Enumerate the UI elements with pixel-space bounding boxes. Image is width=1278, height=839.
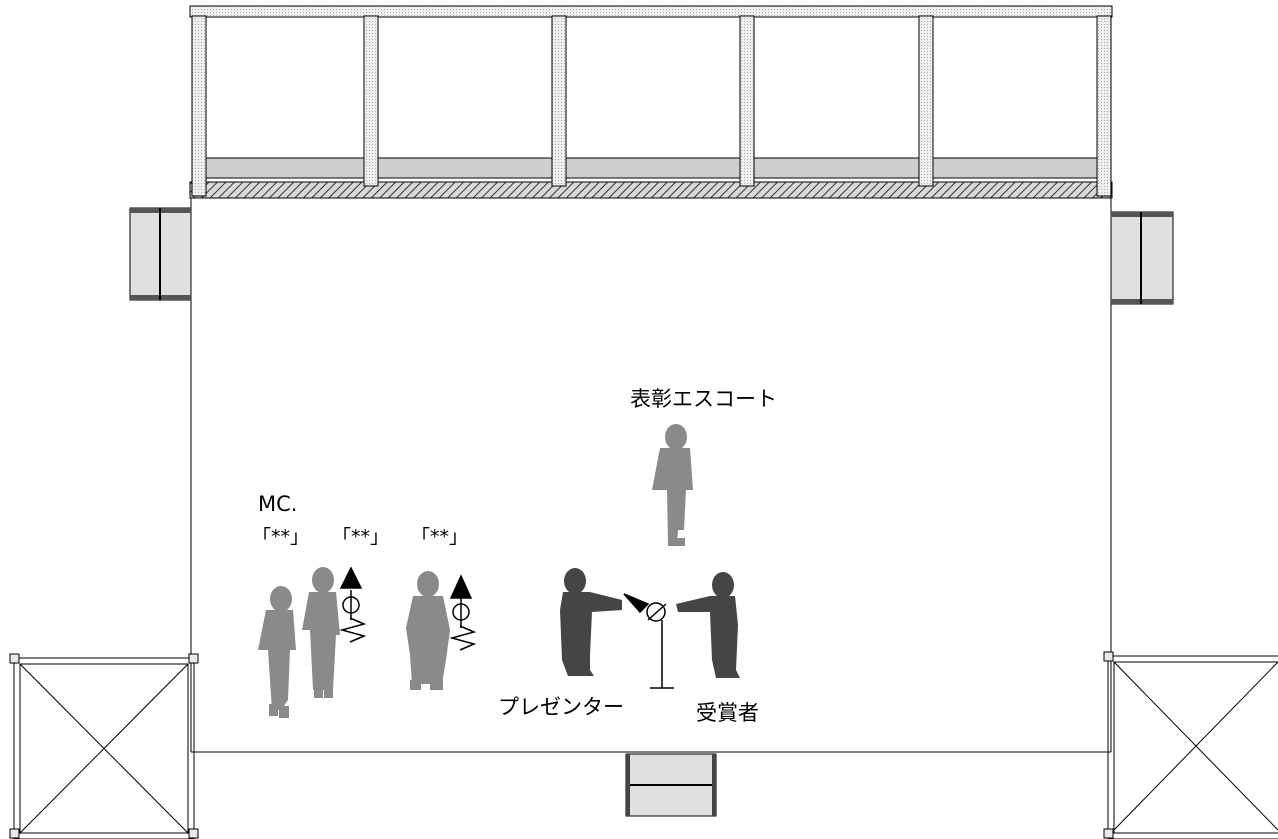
person-recipient xyxy=(676,572,740,678)
person-mc-1 xyxy=(258,586,296,718)
label-mc-name-3: 「**」 xyxy=(411,526,469,548)
handheld-mic-mc-1 xyxy=(339,566,367,643)
person-mc-2 xyxy=(302,567,340,698)
label-mc-name-1: 「**」 xyxy=(252,526,310,548)
speaker-left xyxy=(129,207,192,301)
label-mc-name-2: 「**」 xyxy=(332,526,390,548)
label-escort: 表彰エスコート xyxy=(630,387,777,411)
label-presenter: プレゼンター xyxy=(498,695,624,719)
truss-tower-left xyxy=(9,653,199,839)
person-presenter xyxy=(560,568,622,676)
person-escort xyxy=(652,424,693,546)
speaker-right xyxy=(1110,211,1174,305)
microphone-stand xyxy=(623,593,674,689)
label-recipient: 受賞者 xyxy=(696,701,759,725)
stage-riser xyxy=(625,753,717,817)
label-mc: MC. xyxy=(258,492,298,516)
upstage-truss-frame xyxy=(189,5,1113,199)
truss-tower-right xyxy=(1103,651,1278,839)
handheld-mic-mc-2 xyxy=(449,574,477,651)
person-mc-3 xyxy=(406,571,450,690)
